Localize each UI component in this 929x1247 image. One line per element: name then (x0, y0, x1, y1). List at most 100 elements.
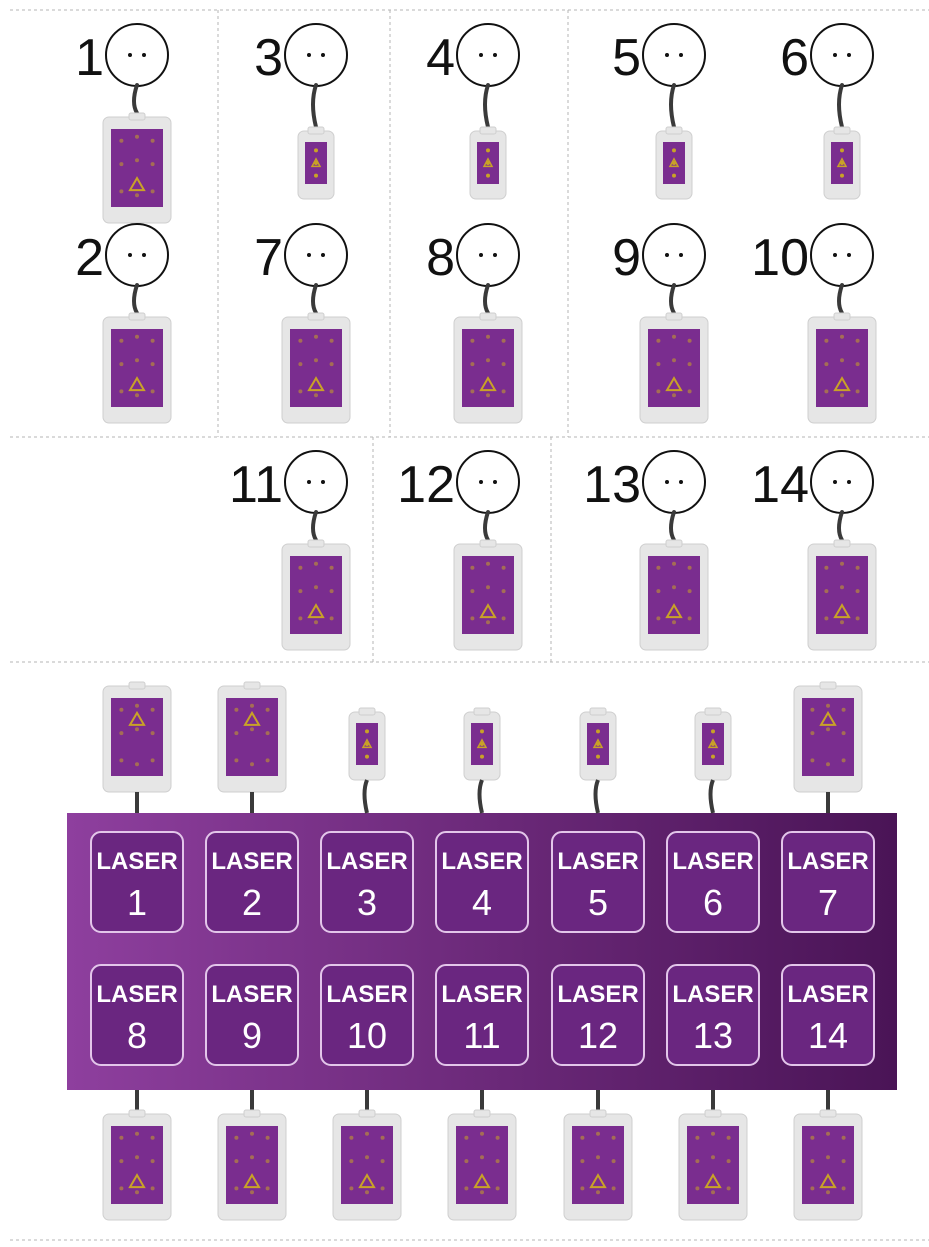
laser-key-number: 4 (472, 882, 492, 923)
electrode-pad (794, 682, 862, 792)
laser-key-number: 1 (127, 882, 147, 923)
pad-dot (298, 616, 302, 620)
bottom-pad-5 (564, 1090, 632, 1220)
pad-dot (656, 589, 660, 593)
pad-dot (298, 362, 302, 366)
laser-key-number: 7 (818, 882, 838, 923)
pad-dot (119, 708, 123, 712)
cable (134, 85, 137, 113)
pad-dot (656, 566, 660, 570)
cable (671, 85, 674, 127)
pad-connector (834, 127, 850, 134)
pad-dot (612, 1186, 616, 1190)
pad-dot (810, 1186, 814, 1190)
pad-dot (470, 566, 474, 570)
pad-connector (244, 682, 260, 689)
head-dot (128, 253, 132, 257)
pad-dot (135, 727, 139, 731)
pad-dot (470, 616, 474, 620)
zone-number: 11 (229, 456, 283, 514)
head-dot (479, 53, 483, 57)
pad-dot (480, 1132, 484, 1136)
head-dot (665, 480, 669, 484)
pad-dot (826, 762, 830, 766)
electrode-pad (333, 1110, 401, 1220)
pad-dot (250, 727, 254, 731)
pad-dot (266, 1136, 270, 1140)
head-dot (665, 53, 669, 57)
pad-dot (480, 1155, 484, 1159)
laser-key-number: 9 (242, 1015, 262, 1056)
pad-dot (480, 1190, 484, 1194)
pad-dot (727, 1186, 731, 1190)
pad-connector (820, 682, 836, 689)
head-dot (142, 53, 146, 57)
pad-dot (266, 1186, 270, 1190)
laser-key-number: 3 (357, 882, 377, 923)
electrode-pad (349, 708, 385, 780)
head-dot (833, 253, 837, 257)
pad-dot (840, 562, 844, 566)
pad-dot (464, 1186, 468, 1190)
head-dot (307, 480, 311, 484)
zone-number: 3 (254, 29, 283, 87)
pad-dot (656, 389, 660, 393)
pad-dot (234, 1159, 238, 1163)
pad-dot (695, 1186, 699, 1190)
pad-dot (810, 731, 814, 735)
pad-dot (151, 731, 155, 735)
pad-dot (695, 1159, 699, 1163)
pad-dot (470, 339, 474, 343)
pad-dot (330, 566, 334, 570)
pad-dot (711, 1132, 715, 1136)
top-pad-4 (464, 708, 500, 813)
pad-connector (480, 540, 496, 547)
pad-dot (826, 727, 830, 731)
head-icon (106, 224, 168, 286)
pad-dot (151, 362, 155, 366)
pad-dot (381, 1186, 385, 1190)
pad-dot (856, 339, 860, 343)
zone-2: 2 (75, 224, 171, 423)
pad-dot (596, 729, 600, 733)
bottom-pad-6 (679, 1090, 747, 1220)
pad-dot (596, 755, 600, 759)
pad-dot (135, 135, 139, 139)
pad-connector (705, 708, 721, 715)
electrode-pad (640, 540, 708, 650)
laser-key-word: LASER (211, 981, 292, 1008)
head-icon (643, 24, 705, 86)
pad-connector (590, 708, 606, 715)
pad-dot (135, 704, 139, 708)
zone-11: 11 (229, 451, 350, 650)
electrode-pad (448, 1110, 516, 1220)
pad-dot (330, 339, 334, 343)
pad-connector (480, 127, 496, 134)
head-dot (321, 253, 325, 257)
pad-dot (502, 362, 506, 366)
pad-dot (234, 758, 238, 762)
cable (839, 85, 842, 127)
head-icon (285, 224, 347, 286)
cable (839, 285, 842, 313)
head-icon (643, 224, 705, 286)
cable (365, 780, 368, 813)
pad-dot (151, 758, 155, 762)
pad-dot (672, 562, 676, 566)
pad-dot (502, 616, 506, 620)
pad-connector (359, 1110, 375, 1117)
electrode-pad (564, 1110, 632, 1220)
pad-dot (486, 393, 490, 397)
pad-dot (349, 1136, 353, 1140)
pad-dot (856, 362, 860, 366)
pad-dot (711, 1190, 715, 1194)
pad-connector (834, 540, 850, 547)
zone-number: 4 (426, 29, 455, 87)
zone-number: 6 (780, 29, 809, 87)
laser-key-word: LASER (96, 848, 177, 875)
pad-dot (826, 1155, 830, 1159)
pad-dot (298, 589, 302, 593)
head-icon (457, 224, 519, 286)
pad-dot (314, 585, 318, 589)
